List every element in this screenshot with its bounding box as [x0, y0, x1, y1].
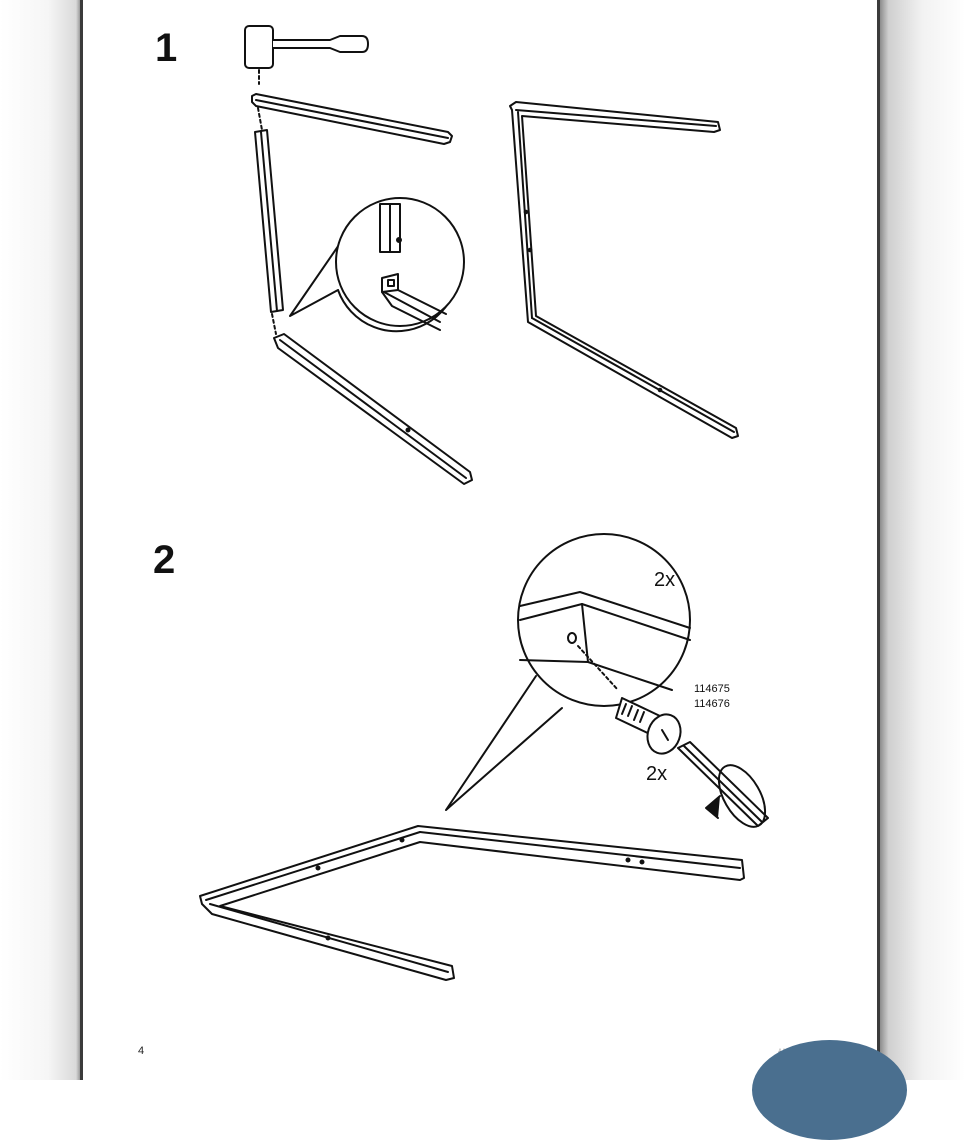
step-1-number: 1	[155, 26, 178, 70]
part-number-2: 114676	[694, 698, 730, 710]
right-blur-edge	[880, 0, 965, 1080]
left-blur-edge	[0, 0, 80, 1080]
corner-badge	[752, 1040, 907, 1140]
part-number-1: 114675	[694, 683, 730, 695]
joint-detail-callout	[289, 197, 465, 333]
assembly-drawing: 2x 2x 114675 114676	[199, 25, 769, 981]
left-frame-bottom-bar	[273, 333, 473, 485]
quantity-top-label: 2x	[654, 569, 675, 591]
guide-line	[271, 313, 277, 335]
assembled-side-frame	[509, 101, 739, 439]
base-frame	[199, 825, 745, 981]
page-number: 4	[138, 1045, 145, 1057]
screw-bolt-icon	[615, 697, 682, 755]
rubber-mallet-icon	[244, 25, 369, 85]
left-frame-post	[254, 129, 284, 313]
corner-detail-callout	[445, 533, 691, 811]
screwdriver-icon	[677, 741, 769, 828]
quantity-bottom-label: 2x	[646, 763, 667, 785]
guide-line	[257, 107, 263, 131]
step-2-number: 2	[153, 538, 176, 582]
left-frame-top-bar	[251, 93, 453, 145]
